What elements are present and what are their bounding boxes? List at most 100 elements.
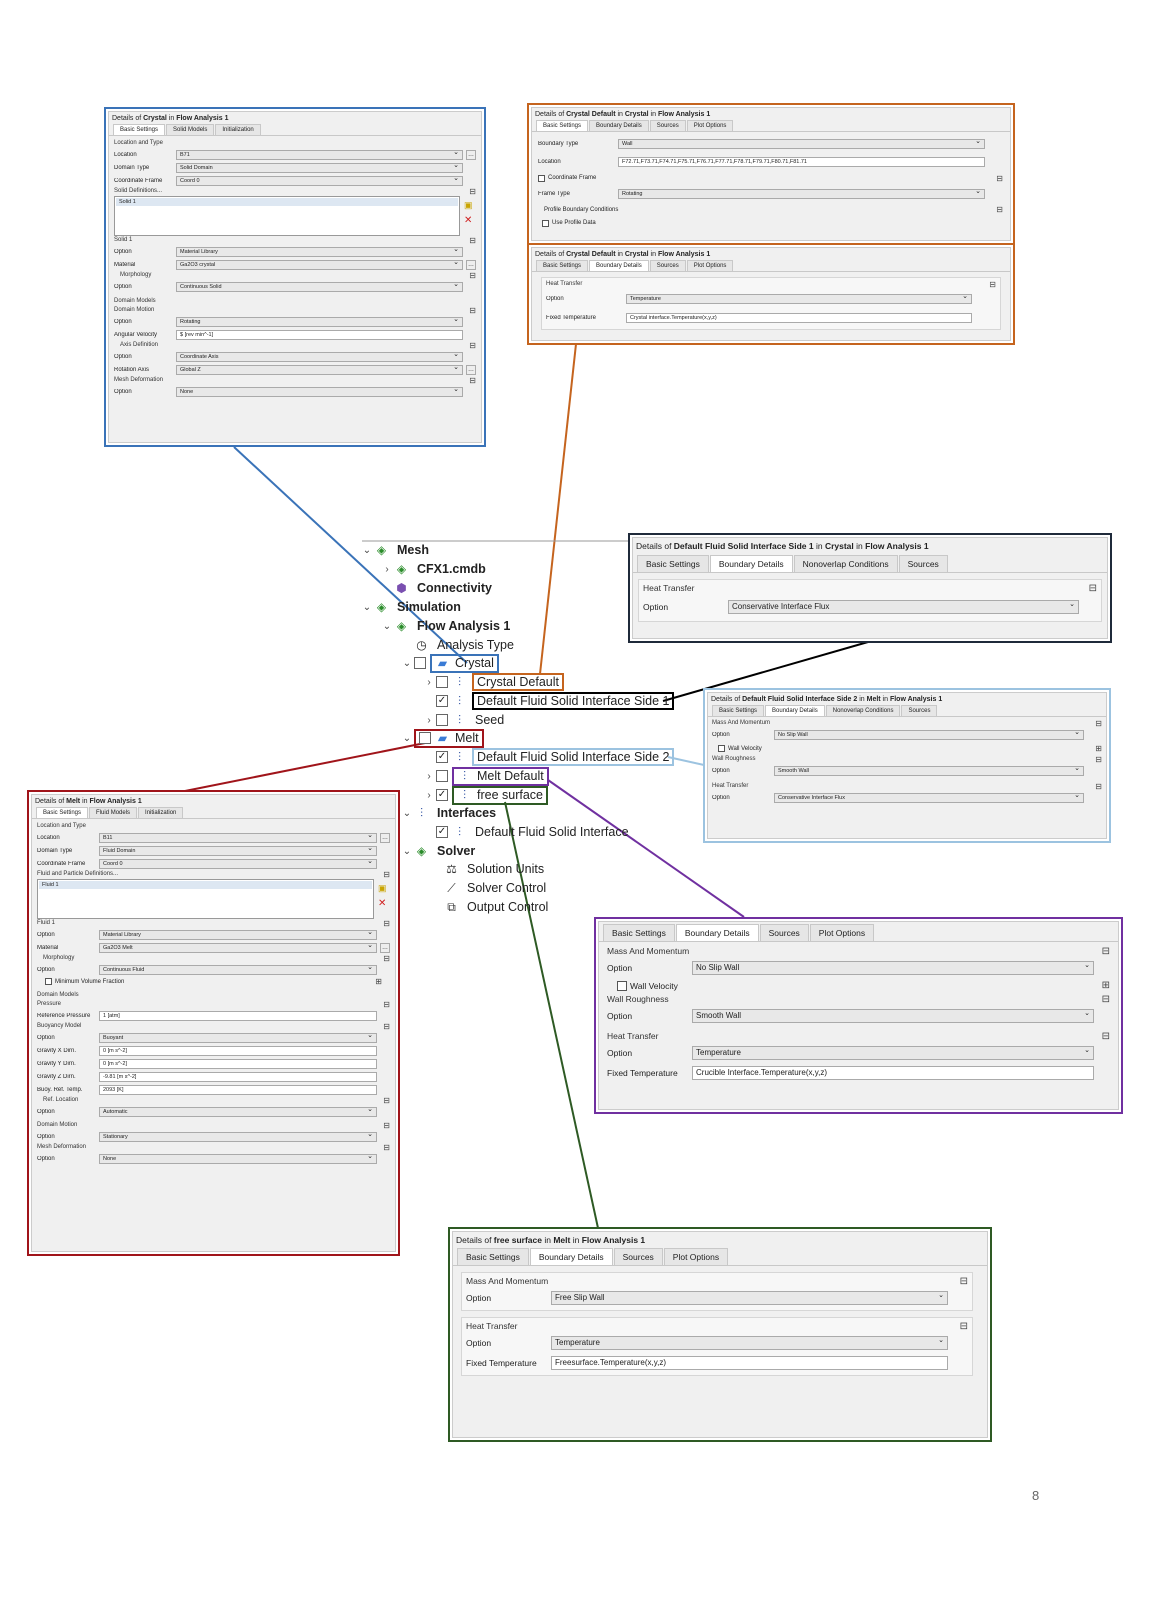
tree-item-cfx1[interactable]: ›◈CFX1.cmdb	[380, 560, 489, 578]
tab-basic-settings[interactable]: Basic Settings	[536, 260, 589, 271]
tab-plot-options[interactable]: Plot Options	[686, 120, 734, 131]
frame-type-select[interactable]: Rotating	[618, 189, 985, 199]
fluid-definitions-list[interactable]: Fluid 1	[37, 879, 374, 919]
tab-initialization[interactable]: Initialization	[138, 807, 184, 818]
fixed-temperature-input[interactable]: Crucible Interface.Temperature(x,y,z)	[692, 1066, 1094, 1080]
tab-plot-options[interactable]: Plot Options	[686, 260, 734, 271]
tab-fluid-models[interactable]: Fluid Models	[89, 807, 138, 818]
mass-momentum-option-select[interactable]: No Slip Wall	[692, 961, 1094, 975]
tab-sources[interactable]: Sources	[898, 555, 948, 572]
collapse-icon[interactable]: ⊟	[1095, 755, 1102, 764]
expand-icon[interactable]: ⊞	[1101, 980, 1110, 991]
mesh-deformation-select[interactable]: None	[176, 386, 463, 397]
angular-velocity-input[interactable]: $ [rev min^-1]	[176, 329, 463, 340]
use-profile-data-checkbox[interactable]	[542, 219, 549, 227]
rotation-axis-select[interactable]: Global Z	[176, 364, 463, 375]
boundary-type-select[interactable]: Wall	[618, 139, 985, 149]
gravity-y-input[interactable]: 0 [m s^-2]	[99, 1058, 377, 1069]
list-item[interactable]: Fluid 1	[39, 881, 372, 889]
chevron-right-icon[interactable]: ›	[427, 714, 431, 726]
tree-item-interfaces[interactable]: ⌄⫶Interfaces	[400, 804, 499, 822]
crystal-checkbox[interactable]	[414, 657, 426, 669]
material-select[interactable]: Ga2O3 crystal	[176, 259, 463, 270]
rotation-axis-ellipsis-button[interactable]: …	[466, 364, 476, 375]
wall-roughness-option-select[interactable]: Smooth Wall	[774, 766, 1084, 776]
tree-item-flow-analysis[interactable]: ⌄◈Flow Analysis 1	[380, 617, 513, 635]
chevron-right-icon[interactable]: ›	[427, 770, 431, 782]
tab-sources[interactable]: Sources	[649, 120, 686, 131]
collapse-icon[interactable]: ⊟	[469, 271, 476, 280]
tab-basic-settings[interactable]: Basic Settings	[536, 120, 589, 131]
axis-option-select[interactable]: Coordinate Axis	[176, 351, 463, 362]
chevron-down-icon[interactable]: ⌄	[402, 657, 412, 669]
collapse-icon[interactable]: ⊟	[469, 306, 476, 315]
collapse-icon[interactable]: ⊟	[383, 919, 390, 928]
collapse-icon[interactable]: ⊟	[469, 236, 476, 245]
tree-item-crystal[interactable]: ⌄▰Crystal	[400, 653, 499, 673]
location-ellipsis-button[interactable]: …	[380, 832, 390, 843]
solid-definitions-list[interactable]: Solid 1	[114, 196, 460, 236]
tree-item-seed[interactable]: ›⫶Seed	[422, 711, 507, 729]
tree-item-dfsi-side1[interactable]: ✓⫶Default Fluid Solid Interface Side 1	[436, 692, 675, 710]
crystal-default-checkbox[interactable]	[436, 676, 448, 688]
buoyancy-option-select[interactable]: Buoyant	[99, 1032, 377, 1043]
collapse-icon[interactable]: ⊟	[383, 1096, 390, 1105]
fixed-temperature-input[interactable]: Crystal interface.Temperature(x,y,z)	[626, 312, 972, 323]
collapse-icon[interactable]: ⊟	[383, 1022, 390, 1031]
expand-icon[interactable]: ⊞	[1095, 744, 1102, 753]
delete-item-icon[interactable]: ✕	[464, 215, 473, 226]
tree-item-solution-units[interactable]: ⚖Solution Units	[444, 860, 547, 878]
melt-default-checkbox[interactable]	[436, 770, 448, 782]
collapse-icon[interactable]: ⊟	[383, 870, 390, 879]
chevron-down-icon[interactable]: ⌄	[362, 601, 372, 613]
fixed-temperature-input[interactable]: Freesurface.Temperature(x,y,z)	[551, 1356, 948, 1370]
heat-transfer-option-select[interactable]: Temperature	[692, 1046, 1094, 1060]
motion-option-select[interactable]: Stationary	[99, 1131, 377, 1142]
material-ellipsis-button[interactable]: …	[380, 942, 390, 953]
collapse-icon[interactable]: ⊟	[996, 205, 1003, 214]
tree-item-dfsi[interactable]: ✓⫶Default Fluid Solid Interface	[436, 824, 629, 839]
expand-icon[interactable]: ⊞	[375, 977, 382, 986]
tree-item-free-surface[interactable]: ›✓⫶free surface	[422, 785, 549, 805]
option-select[interactable]: Material Library	[99, 929, 377, 940]
tab-sources[interactable]: Sources	[759, 924, 809, 941]
tab-nonoverlap-conditions[interactable]: Nonoverlap Conditions	[825, 705, 901, 716]
collapse-icon[interactable]: ⊟	[996, 173, 1003, 183]
chevron-down-icon[interactable]: ⌄	[402, 732, 412, 744]
add-item-icon[interactable]: ▣	[378, 883, 387, 893]
collapse-icon[interactable]: ⊟	[1101, 1031, 1110, 1042]
tab-basic-settings[interactable]: Basic Settings	[603, 924, 675, 941]
location-select[interactable]: B71	[176, 149, 463, 160]
tree-item-dfsi-side2[interactable]: ✓⫶Default Fluid Solid Interface Side 2	[436, 748, 675, 766]
tab-plot-options[interactable]: Plot Options	[663, 1248, 729, 1265]
buoy-ref-temp-input[interactable]: 2093 [K]	[99, 1084, 377, 1095]
chevron-down-icon[interactable]: ⌄	[382, 620, 392, 632]
ref-pressure-input[interactable]: 1 [atm]	[99, 1010, 377, 1021]
coordinate-frame-checkbox[interactable]	[538, 174, 545, 182]
tree-item-solver-control[interactable]: ⟋Solver Control	[444, 879, 549, 897]
material-ellipsis-button[interactable]: …	[466, 259, 476, 270]
gravity-x-input[interactable]: 0 [m s^-2]	[99, 1045, 377, 1056]
collapse-icon[interactable]: ⊟	[469, 187, 476, 196]
wall-roughness-option-select[interactable]: Smooth Wall	[692, 1009, 1094, 1023]
chevron-down-icon[interactable]: ⌄	[402, 845, 412, 857]
collapse-icon[interactable]: ⊟	[959, 1276, 968, 1287]
domain-type-select[interactable]: Solid Domain	[176, 162, 463, 173]
min-volume-fraction-checkbox[interactable]	[45, 978, 52, 985]
collapse-icon[interactable]: ⊟	[989, 280, 996, 289]
collapse-icon[interactable]: ⊟	[1101, 994, 1110, 1005]
chevron-right-icon[interactable]: ›	[427, 789, 431, 801]
collapse-icon[interactable]: ⊟	[959, 1321, 968, 1332]
collapse-icon[interactable]: ⊟	[1088, 583, 1097, 594]
wall-velocity-checkbox[interactable]	[617, 980, 627, 991]
coord-frame-select[interactable]: Coord 0	[99, 858, 377, 869]
tab-boundary-details[interactable]: Boundary Details	[765, 705, 825, 716]
option-select[interactable]: Material Library	[176, 246, 463, 257]
mass-momentum-option-select[interactable]: No Slip Wall	[774, 730, 1084, 740]
tree-item-analysis-type[interactable]: ◷Analysis Type	[414, 636, 517, 654]
tree-item-mesh[interactable]: ⌄◈Mesh	[360, 541, 432, 559]
tab-sources[interactable]: Sources	[649, 260, 686, 271]
tab-boundary-details[interactable]: Boundary Details	[529, 1248, 613, 1265]
chevron-right-icon[interactable]: ›	[385, 563, 389, 575]
collapse-icon[interactable]: ⊟	[469, 376, 476, 385]
